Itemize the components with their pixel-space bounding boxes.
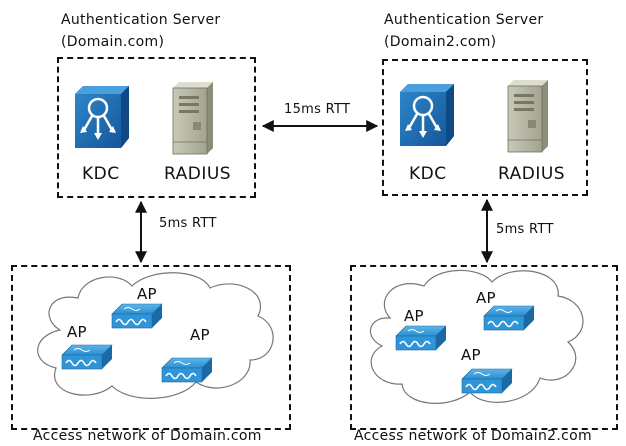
right-radius-label: RADIUS [498, 164, 566, 184]
right-ap-2-label: AP [404, 307, 424, 325]
left-ap-3-label: AP [190, 326, 210, 344]
right-ap-3-label: AP [461, 346, 481, 364]
right-kdc-label: KDC [409, 164, 447, 184]
right-rtt-label: 5ms RTT [496, 222, 554, 237]
left-network-box [11, 265, 291, 430]
left-rtt-label: 5ms RTT [159, 216, 217, 231]
right-kdc-icon [398, 82, 456, 148]
left-kdc-label: KDC [82, 164, 120, 184]
right-ap-1-label: AP [476, 289, 496, 307]
left-server-domain: (Domain.com) [61, 34, 165, 50]
left-ap-2-label: AP [67, 323, 87, 341]
right-server-box [382, 59, 588, 196]
right-ap-3-icon [461, 368, 513, 394]
right-ap-1-icon [483, 305, 535, 331]
left-server-box [57, 57, 256, 198]
left-network-label: Access network of Domain.com [33, 428, 262, 444]
left-ap-3-icon [161, 357, 213, 383]
right-server-domain: (Domain2.com) [384, 34, 497, 50]
left-radius-label: RADIUS [164, 164, 232, 184]
left-ap-1-label: AP [137, 285, 157, 303]
left-ap-2-icon [61, 344, 113, 370]
right-network-box [350, 265, 618, 430]
left-radius-server-icon [172, 81, 214, 155]
left-server-title: Authentication Server [61, 12, 221, 28]
right-network-label: Access network of Domain2.com [354, 428, 592, 444]
right-radius-server-icon [507, 79, 549, 153]
right-cloud [369, 269, 584, 404]
inter-server-rtt-label: 15ms RTT [284, 102, 351, 117]
right-server-title: Authentication Server [384, 12, 544, 28]
right-ap-2-icon [395, 325, 447, 351]
left-kdc-icon [73, 84, 131, 150]
left-ap-1-icon [111, 303, 163, 329]
